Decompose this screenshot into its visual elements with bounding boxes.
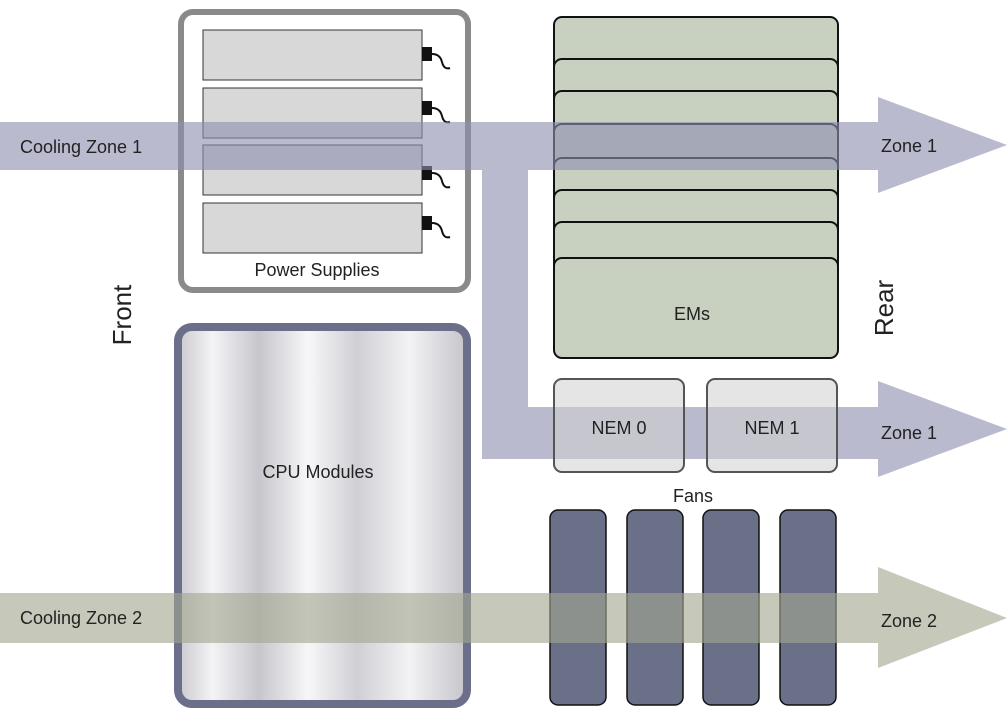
power-plug-icon: [422, 166, 451, 189]
nem-1-label: NEM 1: [744, 418, 799, 438]
cpu-modules-label: CPU Modules: [262, 462, 373, 482]
fans-label: Fans: [673, 486, 713, 506]
cooling-zone-1-label: Cooling Zone 1: [20, 137, 142, 157]
em-blade-front: [553, 257, 839, 359]
zone1-top-arrow: [0, 97, 1007, 193]
nem-1: [706, 378, 838, 473]
cooling-zone-2-label: Cooling Zone 2: [20, 608, 142, 628]
fans: [549, 509, 837, 706]
nem-0-label: NEM 0: [591, 418, 646, 438]
nem-0: [553, 378, 685, 473]
airflow-zone1: [0, 97, 1007, 477]
ems-label: EMs: [674, 304, 710, 324]
power-supply-unit: [202, 202, 423, 254]
airflow-zone2: [0, 567, 1007, 668]
cpu-modules: [174, 323, 471, 708]
front-label: Front: [107, 284, 137, 345]
power-supply-unit: [202, 29, 423, 81]
zone1-bottom-label: Zone 1: [881, 423, 937, 443]
zone2-arrow: [0, 567, 1007, 668]
power-plug-icon: [422, 47, 451, 70]
power-plug-icon: [422, 216, 451, 239]
zone1-top-label: Zone 1: [881, 136, 937, 156]
zone2-label: Zone 2: [881, 611, 937, 631]
power-supplies-label: Power Supplies: [254, 260, 379, 280]
rear-label: Rear: [869, 279, 899, 336]
